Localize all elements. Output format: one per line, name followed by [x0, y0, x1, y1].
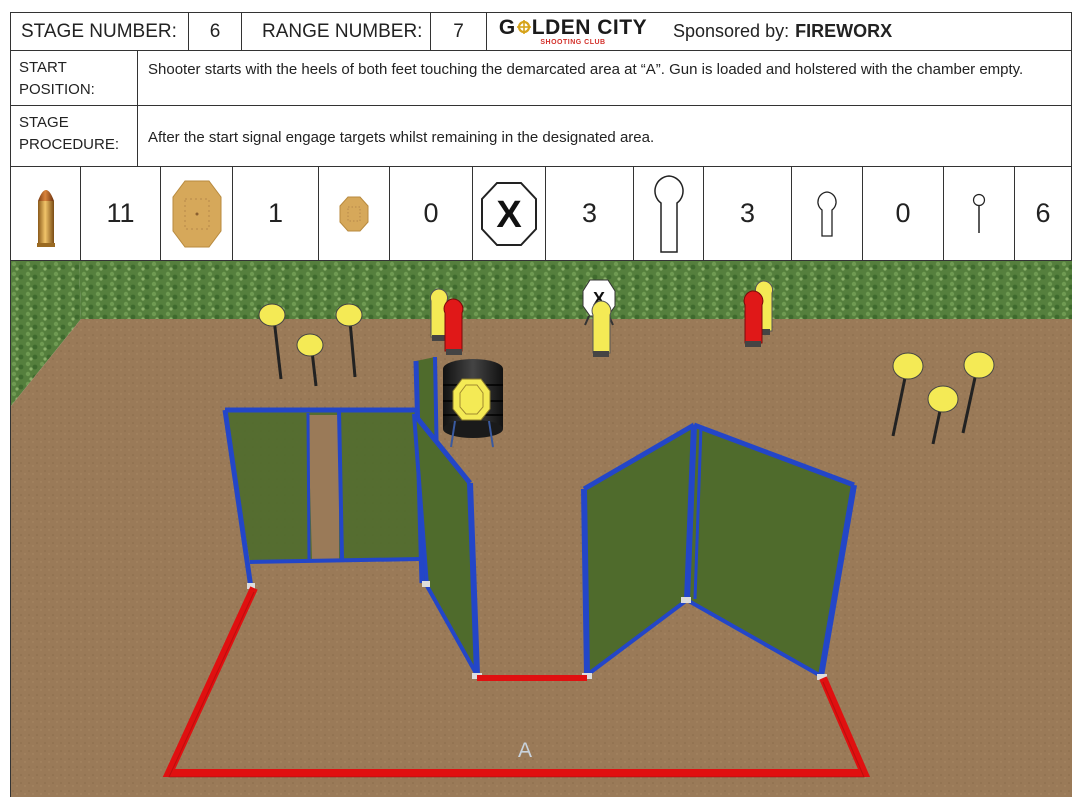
- start-position-text: Shooter starts with the heels of both fe…: [138, 51, 1071, 105]
- stage-number-value: 6: [189, 13, 242, 50]
- club-logo-subtitle: SHOOTING CLUB: [540, 39, 605, 46]
- large-steel-plate-icon: [161, 167, 233, 260]
- range-ground: [11, 319, 1072, 797]
- crosshair-logo-icon: [517, 20, 531, 34]
- large-popper-count: 3: [704, 167, 792, 260]
- popper-back-right-red: [744, 291, 763, 347]
- club-logo: G LDEN CITY SHOOTING CLUB: [487, 13, 659, 50]
- no-shoot-icon: X: [473, 167, 546, 260]
- club-logo-title: G LDEN CITY: [499, 18, 647, 38]
- sponsor-name: FIREWORX: [795, 21, 892, 42]
- small-steel-plate-icon: [319, 167, 390, 260]
- stage-header: STAGE NUMBER: 6 RANGE NUMBER: 7 G LDEN C…: [10, 12, 1072, 50]
- svg-text:X: X: [496, 194, 522, 236]
- stage-number-label: STAGE NUMBER:: [11, 13, 189, 50]
- bullet-count: 11: [81, 167, 161, 260]
- target-count-row: 11 1 0 X 3 3 0: [10, 166, 1072, 261]
- stage-procedure-text: After the start signal engage targets wh…: [138, 106, 1071, 166]
- start-position-label: START POSITION:: [11, 51, 138, 105]
- sponsor-label: Sponsored by:: [673, 21, 789, 42]
- tire-stack-with-plate: [443, 359, 503, 447]
- range-number-label: RANGE NUMBER:: [242, 13, 431, 50]
- large-steel-plate-count: 1: [233, 167, 319, 260]
- stage-procedure-label: STAGE PROCEDURE:: [11, 106, 138, 166]
- back-hedge: [79, 261, 1072, 319]
- small-steel-plate-count: 0: [390, 167, 473, 260]
- range-number-value: 7: [431, 13, 487, 50]
- sponsor: Sponsored by: FIREWORX: [659, 13, 1071, 50]
- small-pepper-popper-count: 6: [1015, 167, 1071, 260]
- medium-popper-icon: [792, 167, 863, 260]
- popper-back-center-yellow: [592, 301, 611, 357]
- start-position-row: START POSITION: Shooter starts with the …: [10, 50, 1072, 105]
- large-popper-icon: [634, 167, 704, 260]
- medium-popper-count: 0: [863, 167, 944, 260]
- no-shoot-count: 3: [546, 167, 634, 260]
- start-marker-label: A: [518, 739, 532, 762]
- bullet-icon: [11, 167, 81, 260]
- stage-layout-scene: X: [10, 261, 1072, 797]
- small-pepper-popper-icon: [944, 167, 1015, 260]
- stage-procedure-row: STAGE PROCEDURE: After the start signal …: [10, 105, 1072, 166]
- popper-back-left-red: [444, 299, 463, 355]
